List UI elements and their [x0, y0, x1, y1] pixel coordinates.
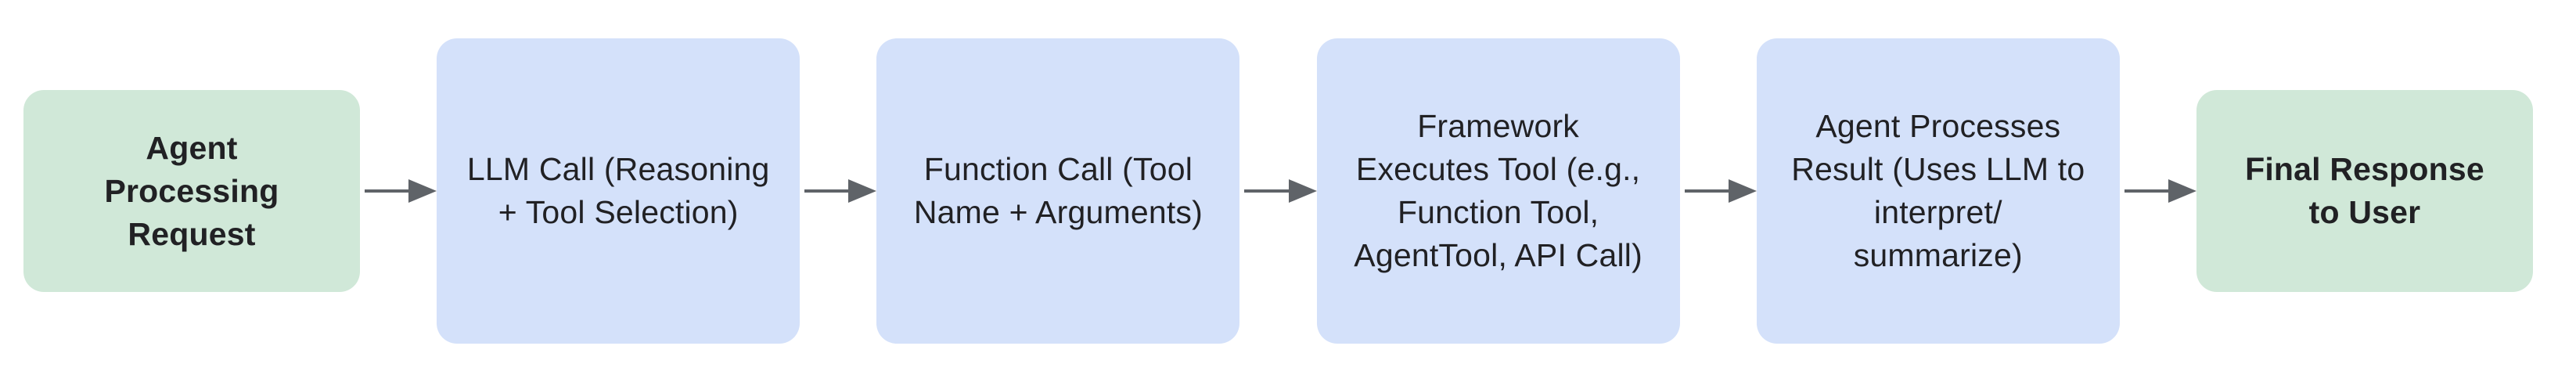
flow-arrow-5: [2120, 178, 2197, 204]
flow-node-llm-call: LLM Call (Reasoning + Tool Selection): [437, 38, 801, 344]
arrow-line: [365, 189, 409, 193]
flow-node-framework-executes-tool: Framework Executes Tool (e.g., Function …: [1316, 38, 1680, 344]
node-label-agent-processing-request: Agent Processing Request: [104, 129, 279, 252]
arrow-line: [2124, 189, 2169, 193]
arrow-line: [1684, 189, 1729, 193]
arrow-right-icon: [2168, 179, 2197, 203]
flow-arrow-1: [360, 178, 437, 204]
node-label-function-call: Function Call (Tool Name + Arguments): [913, 151, 1203, 230]
arrow-right-icon: [408, 179, 437, 203]
flow-node-agent-processes-result: Agent Processes Result (Uses LLM to inte…: [1756, 38, 2120, 344]
flow-node-agent-processing-request: Agent Processing Request: [23, 90, 360, 292]
arrow-line: [804, 189, 849, 193]
flow-arrow-3: [1239, 178, 1317, 204]
node-label-framework-executes-tool: Framework Executes Tool (e.g., Function …: [1354, 108, 1642, 273]
arrow-right-icon: [1728, 179, 1757, 203]
arrow-line: [1244, 189, 1289, 193]
flow-node-final-response-to-user: Final Response to User: [2196, 90, 2534, 292]
arrow-right-icon: [1288, 179, 1317, 203]
flow-arrow-2: [800, 178, 877, 204]
flow-node-function-call: Function Call (Tool Name + Arguments): [876, 38, 1240, 344]
arrow-right-icon: [848, 179, 877, 203]
flow-arrow-4: [1680, 178, 1757, 204]
node-label-agent-processes-result: Agent Processes Result (Uses LLM to inte…: [1791, 108, 2085, 273]
node-label-llm-call: LLM Call (Reasoning + Tool Selection): [466, 151, 770, 230]
node-label-final-response-to-user: Final Response to User: [2245, 151, 2484, 230]
